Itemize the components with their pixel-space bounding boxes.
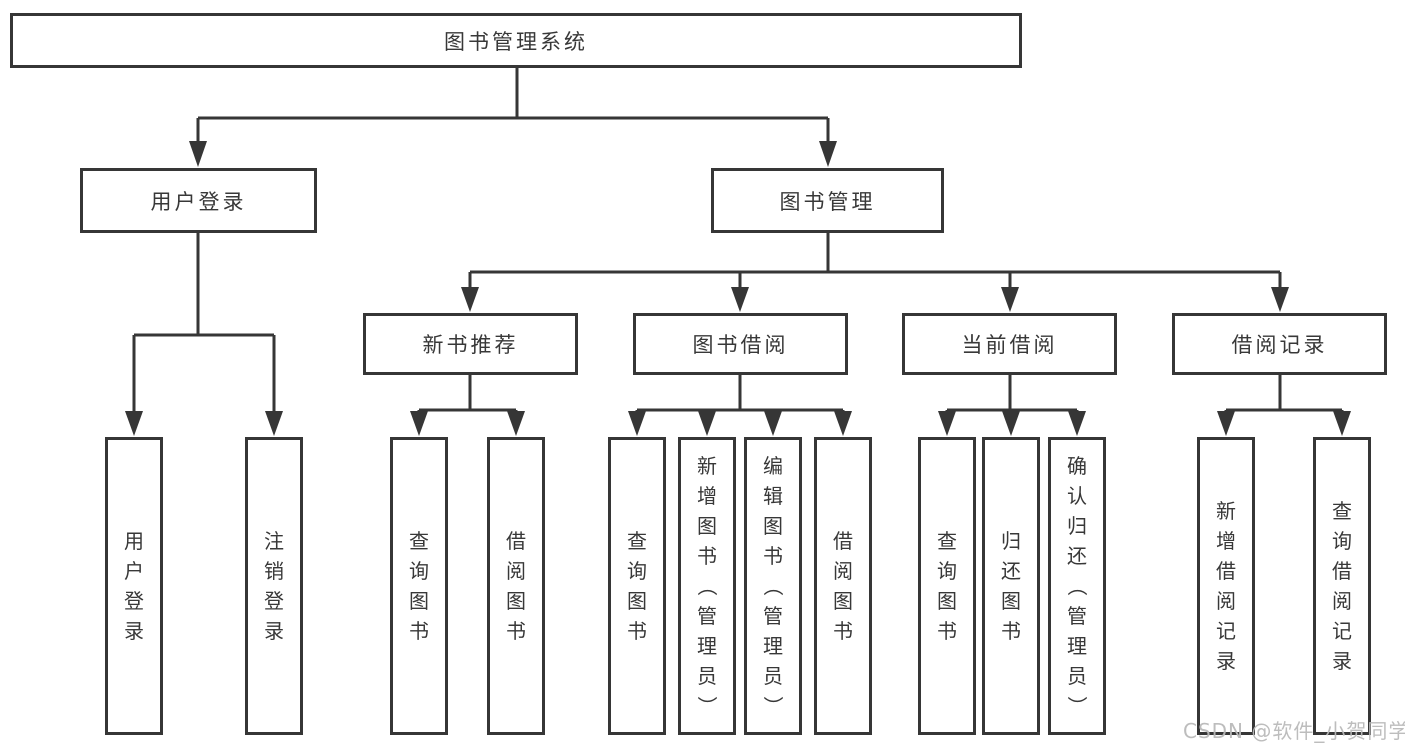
- arrowhead-icon: [189, 141, 207, 167]
- leaf-query-books-current: 查询图书: [918, 437, 976, 735]
- node-label: 当前借阅: [961, 333, 1058, 357]
- arrowheads: [125, 141, 1351, 436]
- leaf-query-books-recommend: 查询图书: [390, 437, 448, 735]
- leaf-confirm-return-admin: 确认归还（管理员）: [1048, 437, 1106, 735]
- arrowhead-icon: [698, 411, 716, 436]
- leaf-logout: 注销登录: [245, 437, 303, 735]
- arrowhead-icon: [1068, 411, 1086, 436]
- node-label: 新书推荐: [422, 333, 519, 357]
- connector-book-borrow-to-leaves: [635, 375, 845, 415]
- leaf-borrow-books-recommend: 借阅图书: [487, 437, 545, 735]
- arrowhead-icon: [1271, 287, 1289, 312]
- arrowhead-icon: [125, 411, 143, 436]
- leaf-edit-books-admin: 编辑图书（管理员）: [744, 437, 802, 735]
- arrowhead-icon: [731, 287, 749, 312]
- connector-new-book-rec-to-leaves: [417, 375, 518, 415]
- leaf-borrow-books: 借阅图书: [814, 437, 872, 735]
- node-borrow-records: 借阅记录: [1172, 313, 1387, 375]
- arrowhead-icon: [1217, 411, 1235, 436]
- arrowhead-icon: [834, 411, 852, 436]
- node-label: 用户登录: [150, 189, 247, 214]
- arrowhead-icon: [1333, 411, 1351, 436]
- node-label: 图书管理: [779, 189, 876, 214]
- connector-current-borrow-to-leaves: [945, 375, 1079, 415]
- leaf-return-books: 归还图书: [982, 437, 1040, 735]
- leaf-query-borrow-record: 查询借阅记录: [1313, 437, 1371, 735]
- node-book-management: 图书管理: [711, 168, 944, 233]
- arrowhead-icon: [507, 411, 525, 436]
- arrowhead-icon: [1001, 287, 1019, 312]
- leaf-query-books-borrowing: 查询图书: [608, 437, 666, 735]
- node-label: 借阅记录: [1231, 333, 1328, 357]
- arrowhead-icon: [628, 411, 646, 436]
- arrowhead-icon: [1002, 411, 1020, 436]
- arrowhead-icon: [819, 141, 837, 167]
- arrowhead-icon: [265, 411, 283, 436]
- leaf-add-borrow-record: 新增借阅记录: [1197, 437, 1255, 735]
- node-user-login: 用户登录: [80, 168, 317, 233]
- node-label: 图书管理系统: [444, 29, 588, 54]
- leaf-add-books-admin: 新增图书（管理员）: [678, 437, 736, 735]
- node-new-book-recommend: 新书推荐: [363, 313, 578, 375]
- connector-user-login-to-leaves: [132, 233, 276, 414]
- node-root-library-system: 图书管理系统: [10, 13, 1022, 68]
- arrowhead-icon: [938, 411, 956, 436]
- connector-borrow-records-to-leaves: [1224, 375, 1344, 415]
- connector-root-to-level2: [196, 68, 830, 146]
- node-current-borrowing: 当前借阅: [902, 313, 1117, 375]
- arrowhead-icon: [461, 287, 479, 312]
- node-book-borrowing: 图书借阅: [633, 313, 848, 375]
- leaf-user-login: 用户登录: [105, 437, 163, 735]
- connector-book-mgmt-to-level3: [468, 233, 1282, 290]
- arrowhead-icon: [410, 411, 428, 436]
- arrowhead-icon: [764, 411, 782, 436]
- csdn-watermark: CSDN @软件_小贺同学: [1183, 719, 1405, 743]
- node-label: 图书借阅: [692, 333, 789, 357]
